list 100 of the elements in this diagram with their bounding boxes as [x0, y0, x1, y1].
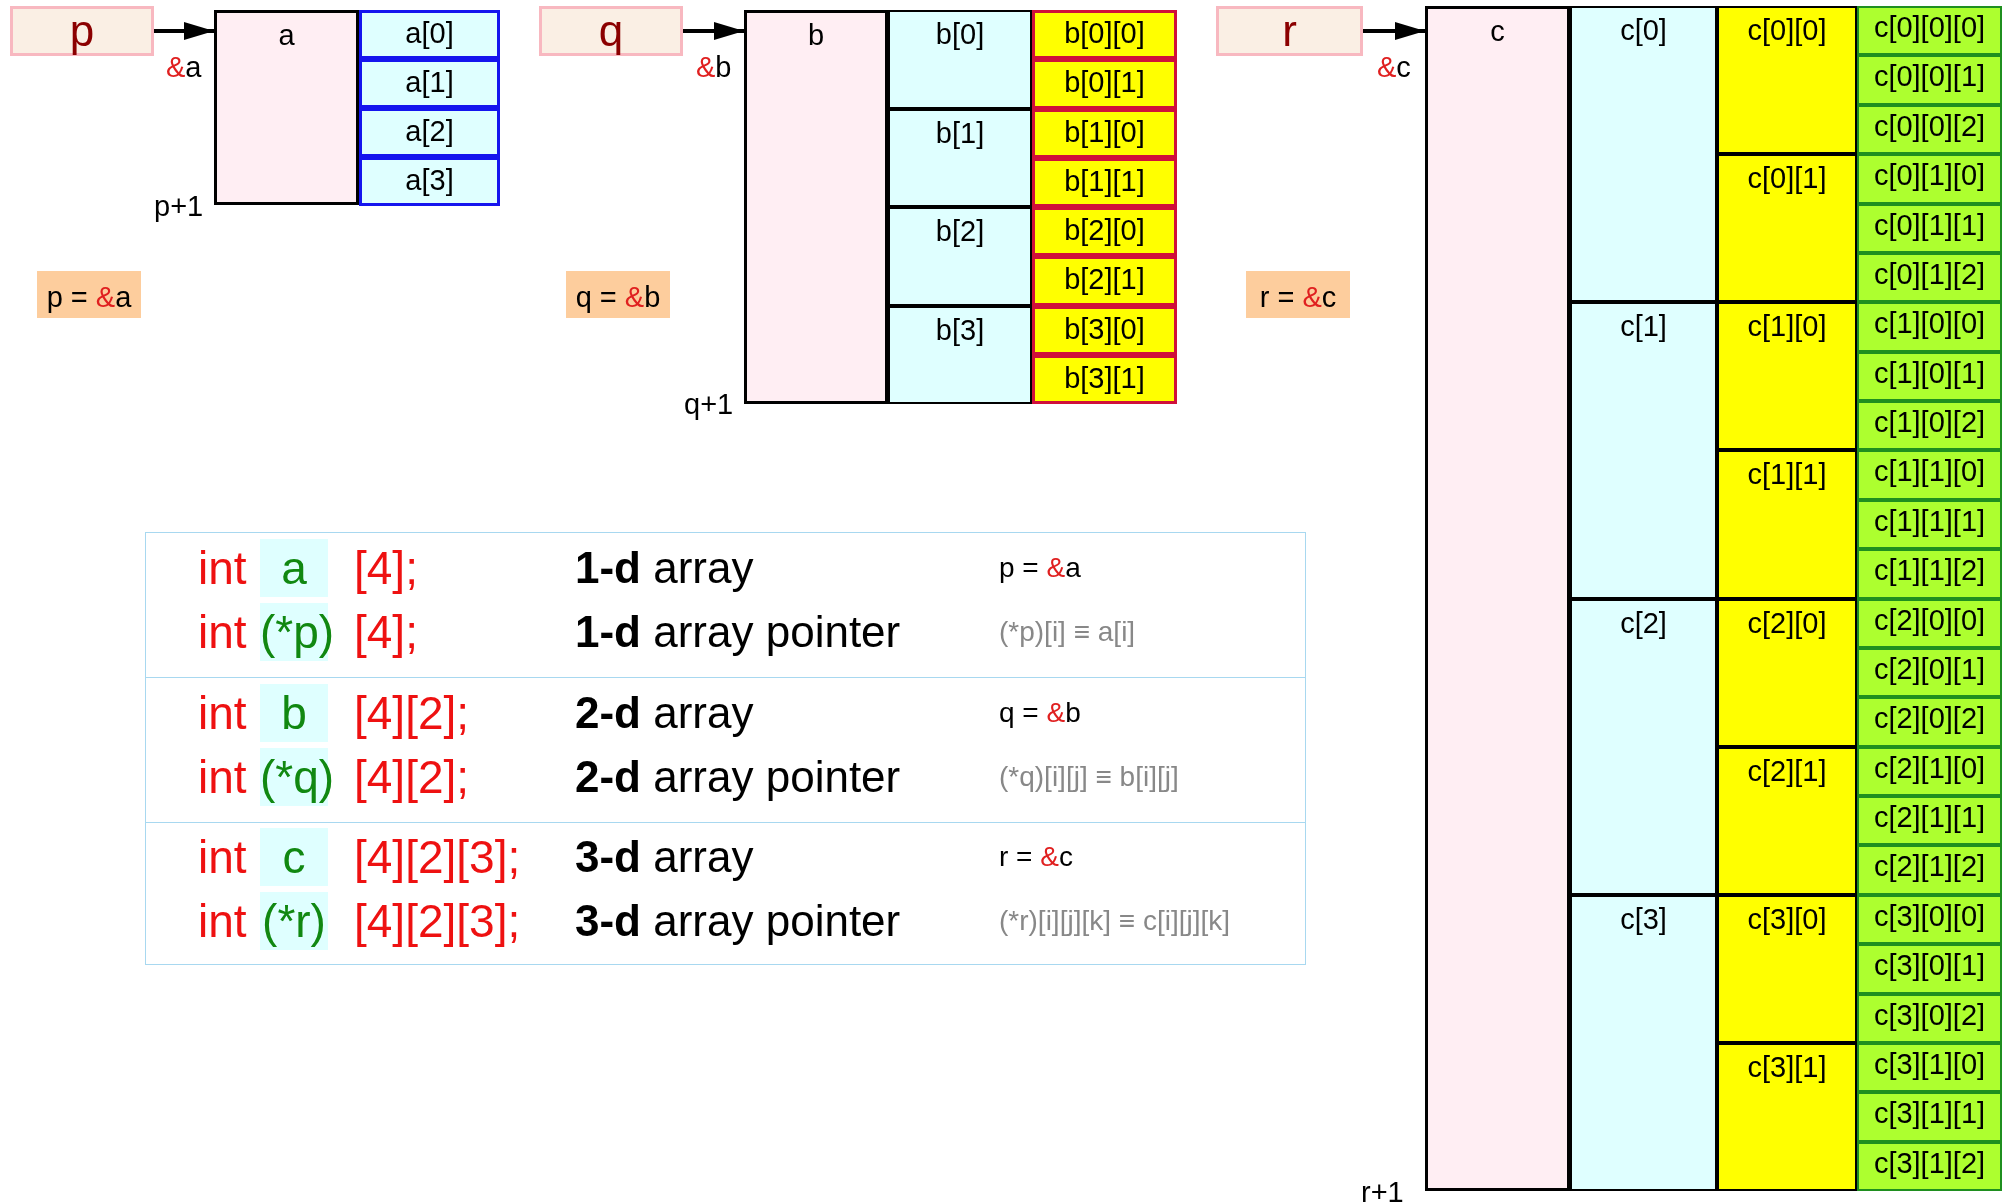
- note-text: r = &c: [999, 843, 1073, 871]
- cell-label: c[3][1][1]: [1873, 1096, 1986, 1131]
- cell-label: b[3]: [935, 312, 985, 347]
- pointer-box: [539, 6, 683, 56]
- array-element: [1857, 845, 2002, 895]
- subarray-block: [1717, 1042, 1857, 1191]
- cell-label: c[3][0]: [1747, 901, 1827, 936]
- array-element: [1857, 499, 2002, 550]
- cell-label: c[3]: [1620, 901, 1667, 936]
- subarray-block: [1570, 598, 1717, 895]
- subarray-block: [1717, 302, 1857, 451]
- description-text: 3-d array pointer: [575, 899, 901, 943]
- cell-label: p: [69, 9, 95, 53]
- array-element: [1032, 108, 1177, 158]
- cell-label: c: [1490, 14, 1505, 48]
- subarray-block: [1717, 6, 1857, 155]
- arrow: [1363, 22, 1425, 40]
- type-keyword: int: [198, 609, 247, 655]
- array-element: [359, 10, 500, 59]
- cell-label: q: [598, 9, 624, 53]
- cell-label: a[1]: [405, 65, 454, 99]
- array-block: [1425, 6, 1570, 1191]
- cell-label: b[0][1]: [1064, 65, 1145, 100]
- cell-label: c[0][1][0]: [1873, 158, 1986, 193]
- array-element: [1857, 1042, 2002, 1093]
- array-element: [1857, 549, 2002, 599]
- cell-label: c[0][0][2]: [1873, 108, 1986, 143]
- note-text: (*r)[i][j][k] ≡ c[i][j][k]: [999, 907, 1230, 935]
- cell-label: c[0][0]: [1747, 13, 1827, 47]
- description-text: 1-d array: [575, 546, 754, 590]
- subarray-block: [1717, 154, 1857, 303]
- cell-label: p = &a: [46, 280, 132, 314]
- array-element: [1857, 203, 2002, 253]
- cell-label: c[2][0]: [1747, 605, 1827, 640]
- description-text: 1-d array pointer: [575, 610, 901, 654]
- cell-label: c[0][1]: [1747, 161, 1827, 196]
- cell-label: c[3][0][1]: [1873, 948, 1986, 983]
- subarray-block: [1717, 598, 1857, 747]
- cell-label: b[2][1]: [1064, 262, 1145, 297]
- note-text: (*p)[i] ≡ a[i]: [999, 618, 1136, 646]
- type-keyword: int: [198, 689, 247, 736]
- edge-label: &b: [696, 53, 732, 82]
- array-element: [1857, 647, 2002, 698]
- note-text: p = &a: [999, 554, 1081, 582]
- cell-label: c[1][0][2]: [1873, 405, 1986, 439]
- cell-label: a[2]: [405, 114, 454, 148]
- arrow: [154, 22, 214, 40]
- cell-label: b[1][1]: [1064, 163, 1145, 198]
- array-element: [1032, 157, 1177, 207]
- cell-label: c[2][1]: [1747, 753, 1827, 788]
- subarray-block: [888, 305, 1032, 404]
- pointer-box: [1216, 6, 1363, 56]
- array-element: [1857, 1141, 2002, 1191]
- cell-label: c[1][0][0]: [1873, 306, 1986, 341]
- array-block: [214, 10, 359, 205]
- cell-label: b[2][0]: [1064, 213, 1145, 247]
- cell-label: c[2][1][1]: [1873, 800, 1986, 834]
- cell-label: c[0][0][0]: [1873, 10, 1986, 44]
- cell-label: c[1][1][1]: [1873, 503, 1986, 538]
- cell-label: c[0][1][2]: [1873, 256, 1986, 291]
- type-keyword: int: [198, 753, 247, 800]
- array-element: [359, 59, 500, 108]
- subarray-block: [888, 108, 1032, 207]
- array-element: [359, 108, 500, 157]
- cell-label: b[2]: [935, 214, 985, 248]
- cell-label: c[0]: [1620, 13, 1667, 47]
- edge-label: &a: [166, 53, 202, 82]
- cell-label: a: [278, 18, 295, 52]
- array-element: [1857, 944, 2002, 994]
- array-element: [1857, 746, 2002, 796]
- array-element: [1857, 598, 2002, 648]
- assignment-box: [566, 271, 670, 318]
- note-text: q = &b: [999, 698, 1081, 727]
- array-element: [1857, 697, 2002, 747]
- cell-label: c[3][1][0]: [1873, 1046, 1986, 1081]
- cell-label: c[1][1][2]: [1873, 553, 1986, 588]
- cell-label: r: [1282, 9, 1297, 53]
- cell-label: c[3][1]: [1747, 1049, 1827, 1084]
- assignment-box: [37, 271, 141, 318]
- array-element: [1857, 450, 2002, 500]
- address-label: q+1: [684, 390, 734, 419]
- pointer-box: [10, 6, 154, 56]
- cell-label: c[1][1]: [1747, 457, 1827, 492]
- cell-label: r = &c: [1259, 280, 1337, 314]
- cell-label: b[3][1]: [1064, 360, 1145, 395]
- edge-label: &c: [1377, 53, 1411, 82]
- note-text: (*q)[i][j] ≡ b[i][j]: [999, 762, 1179, 791]
- array-element: [1857, 252, 2002, 303]
- cell-label: c[2][1][2]: [1873, 849, 1986, 884]
- subarray-block: [1717, 894, 1857, 1043]
- cell-label: b: [807, 18, 825, 52]
- cell-label: c[3][0][2]: [1873, 997, 1986, 1032]
- cell-label: b[3][0]: [1064, 311, 1145, 346]
- subarray-block: [1717, 746, 1857, 895]
- array-element: [1032, 354, 1177, 404]
- array-element: [1857, 401, 2002, 451]
- subarray-block: [1570, 6, 1717, 303]
- cell-label: c[0][0][1]: [1873, 59, 1986, 94]
- type-keyword: int: [198, 545, 247, 591]
- address-label: r+1: [1361, 1178, 1404, 1203]
